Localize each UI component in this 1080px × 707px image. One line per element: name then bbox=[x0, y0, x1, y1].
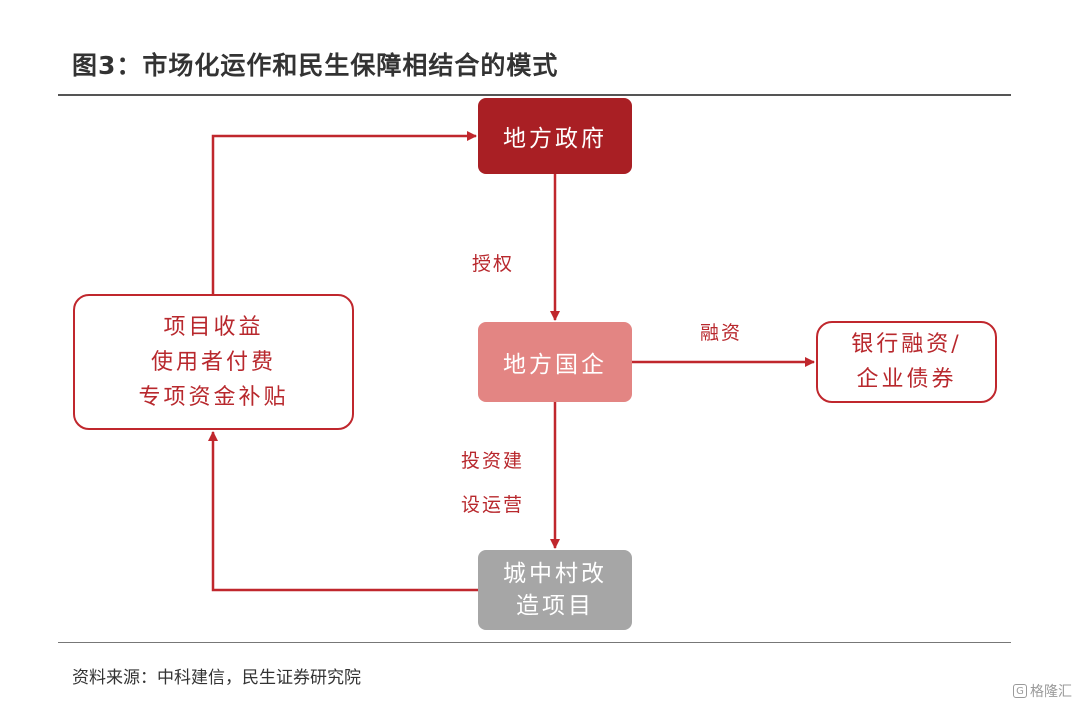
node-local-soe-label: 地方国企 bbox=[503, 352, 607, 378]
watermark-logo-icon: G bbox=[1013, 684, 1027, 698]
watermark: G 格隆汇 bbox=[1013, 681, 1072, 701]
node-renovation-project-line-2: 造项目 bbox=[516, 593, 594, 619]
node-income-line-1: 项目收益 bbox=[163, 314, 264, 340]
node-local-soe: 地方国企 bbox=[478, 322, 632, 402]
node-bank-line-1: 银行融资/ bbox=[851, 332, 962, 357]
node-income-line-2: 使用者付费 bbox=[150, 349, 276, 375]
node-renovation-project: 城中村改 造项目 bbox=[478, 550, 632, 630]
node-renovation-project-line-1: 城中村改 bbox=[503, 561, 607, 587]
figure-title: 图3：市场化运作和民生保障相结合的模式 bbox=[72, 51, 559, 80]
arrow-project-to-income bbox=[208, 431, 478, 592]
top-divider bbox=[58, 94, 1011, 96]
node-local-government: 地方政府 bbox=[478, 98, 632, 174]
arrow-income-to-government bbox=[211, 131, 477, 294]
node-income-sources: 项目收益 使用者付费 专项资金补贴 bbox=[73, 294, 354, 430]
node-local-government-label: 地方政府 bbox=[503, 126, 607, 152]
node-bank-line-2: 企业债券 bbox=[856, 367, 957, 392]
node-income-line-3: 专项资金补贴 bbox=[138, 384, 289, 410]
edge-label-invest-line-1: 投资建 bbox=[461, 450, 525, 472]
edge-label-authorization: 授权 bbox=[472, 253, 515, 275]
bottom-divider bbox=[58, 642, 1011, 643]
edge-label-financing: 融资 bbox=[700, 322, 743, 344]
source-note: 资料来源：中科建信，民生证券研究院 bbox=[72, 668, 361, 688]
edge-label-invest-line-2: 设运营 bbox=[461, 494, 525, 516]
node-bank-financing: 银行融资/ 企业债券 bbox=[816, 321, 997, 403]
watermark-text: 格隆汇 bbox=[1030, 684, 1072, 700]
